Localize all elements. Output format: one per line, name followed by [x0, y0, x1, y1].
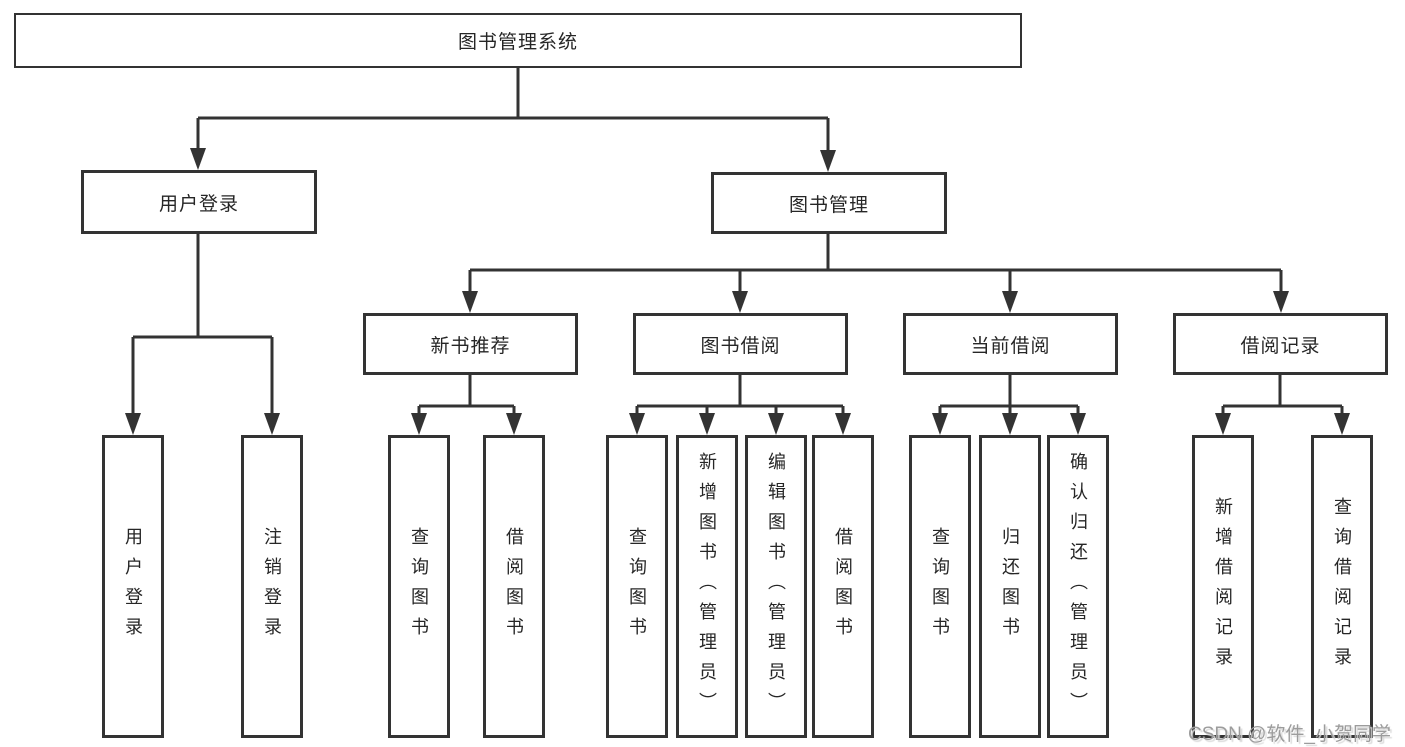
node-user-login-label: 用户登录: [158, 193, 239, 215]
node-book-borrow: 图书借阅: [633, 313, 848, 375]
node-current-borrow: 当前借阅: [903, 313, 1118, 375]
node-user-login: 用户登录: [81, 170, 317, 234]
node-borrow-records-label: 借阅记录: [1240, 335, 1321, 357]
leaf-query-books-recommend: 查询图书: [388, 435, 450, 738]
leaf-return-book: 归还图书: [979, 435, 1041, 738]
leaf-query-books-current: 查询图书: [909, 435, 971, 738]
leaf-query-borrow-record-label: 查询借阅记录: [1332, 496, 1352, 677]
node-current-borrow-label: 当前借阅: [970, 335, 1051, 357]
node-library-system-label: 图书管理系统: [457, 32, 578, 53]
node-new-book-recommend-label: 新书推荐: [430, 335, 511, 357]
leaf-add-book-admin: 新增图书（管理员）: [676, 435, 738, 738]
node-new-book-recommend: 新书推荐: [363, 313, 578, 375]
leaf-user-login-label: 用户登录: [123, 526, 143, 647]
leaf-logout-label: 注销登录: [262, 526, 282, 647]
leaf-add-borrow-record-label: 新增借阅记录: [1213, 496, 1233, 677]
leaf-query-books-borrow-label: 查询图书: [627, 526, 647, 647]
leaf-borrow-books-recommend: 借阅图书: [483, 435, 545, 738]
leaf-borrow-books-label: 借阅图书: [833, 526, 853, 647]
leaf-return-book-label: 归还图书: [1000, 526, 1020, 647]
node-book-management-label: 图书管理: [788, 194, 869, 216]
node-borrow-records: 借阅记录: [1173, 313, 1388, 375]
leaf-query-books-current-label: 查询图书: [930, 526, 950, 647]
leaf-confirm-return-admin-label: 确认归还（管理员）: [1068, 451, 1088, 722]
leaf-user-login: 用户登录: [102, 435, 164, 738]
leaf-add-book-admin-label: 新增图书（管理员）: [697, 451, 717, 722]
leaf-add-borrow-record: 新增借阅记录: [1192, 435, 1254, 738]
leaf-borrow-books-recommend-label: 借阅图书: [504, 526, 524, 647]
leaf-borrow-books: 借阅图书: [812, 435, 874, 738]
leaf-query-books-borrow: 查询图书: [606, 435, 668, 738]
leaf-logout: 注销登录: [241, 435, 303, 738]
leaf-edit-book-admin: 编辑图书（管理员）: [745, 435, 807, 738]
leaf-query-books-recommend-label: 查询图书: [409, 526, 429, 647]
leaf-confirm-return-admin: 确认归还（管理员）: [1047, 435, 1109, 738]
leaf-edit-book-admin-label: 编辑图书（管理员）: [766, 451, 786, 722]
node-book-borrow-label: 图书借阅: [700, 335, 781, 357]
node-library-system: 图书管理系统: [14, 13, 1022, 68]
watermark: CSDN @软件_小贺同学: [1188, 724, 1391, 745]
leaf-query-borrow-record: 查询借阅记录: [1311, 435, 1373, 738]
node-book-management: 图书管理: [711, 172, 947, 234]
